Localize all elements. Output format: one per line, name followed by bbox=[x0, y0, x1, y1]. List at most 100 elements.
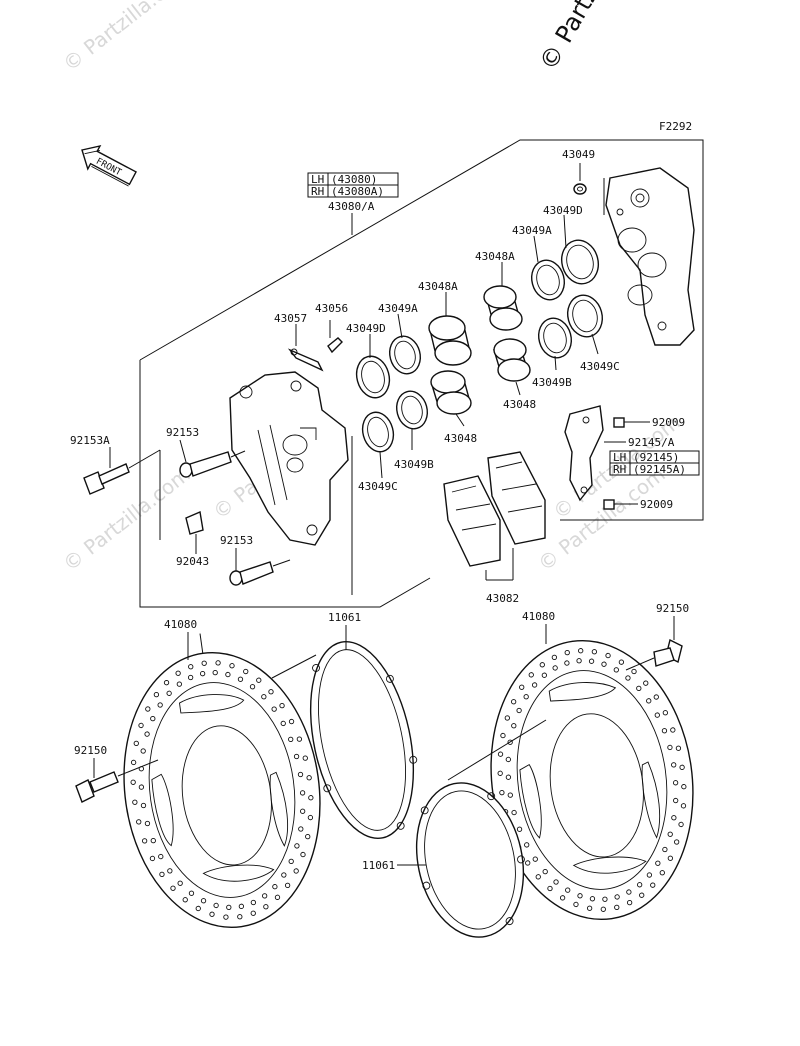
vent-hole bbox=[144, 731, 150, 737]
part-label: 43048 bbox=[503, 398, 536, 411]
bolt-92153-top bbox=[179, 439, 246, 478]
bolt-92009-top bbox=[613, 417, 650, 428]
vent-hole bbox=[671, 815, 677, 821]
vent-hole bbox=[601, 661, 607, 667]
vent-hole bbox=[170, 885, 176, 891]
vent-hole bbox=[302, 755, 308, 761]
vent-hole bbox=[158, 853, 164, 860]
bracket-combined-part: 92145/A bbox=[628, 436, 675, 449]
vent-hole bbox=[271, 706, 277, 712]
part-label: 43056 bbox=[315, 302, 348, 315]
part-label: 92153 bbox=[220, 534, 253, 547]
part-label: 11061 bbox=[328, 611, 361, 624]
vent-hole bbox=[140, 748, 146, 754]
part-label: 41080 bbox=[164, 618, 197, 631]
vent-hole bbox=[605, 652, 611, 659]
left-caliper-half bbox=[229, 371, 349, 546]
leader-line bbox=[271, 654, 317, 679]
part-label: 43049B bbox=[394, 458, 434, 471]
disc-vent-holes bbox=[130, 660, 314, 920]
vent-hole bbox=[653, 694, 659, 700]
caliper-combined-part: 43080/A bbox=[328, 200, 375, 213]
vent-hole bbox=[667, 831, 673, 837]
vent-hole bbox=[507, 792, 513, 798]
bracket-assembly-label: 92145/A LH (92145) RH (92145A) bbox=[604, 436, 700, 476]
vent-hole bbox=[577, 893, 583, 899]
vent-hole bbox=[145, 706, 151, 712]
vent-hole bbox=[237, 676, 244, 682]
leader-line bbox=[447, 719, 547, 781]
part-label: 92153A bbox=[70, 434, 110, 447]
bracket-lh-part: (92145) bbox=[633, 451, 679, 464]
vent-hole bbox=[130, 759, 137, 766]
vent-hole bbox=[573, 901, 579, 908]
vent-hole bbox=[559, 895, 566, 901]
vent-hole bbox=[531, 682, 538, 688]
vent-hole bbox=[535, 874, 541, 880]
caliper-lh-tag: LH bbox=[311, 173, 324, 186]
vent-hole bbox=[655, 860, 661, 866]
part-label: 43049 bbox=[562, 148, 595, 161]
vent-hole bbox=[524, 842, 530, 848]
vent-hole bbox=[661, 728, 668, 734]
vent-hole bbox=[268, 689, 274, 695]
bracket-rh-part: (92145A) bbox=[633, 463, 686, 476]
vent-hole bbox=[578, 648, 584, 654]
vent-hole bbox=[499, 790, 505, 796]
seals-left bbox=[355, 335, 429, 453]
vent-hole bbox=[250, 899, 257, 906]
part-label: 43049D bbox=[346, 322, 386, 335]
vent-hole bbox=[296, 736, 303, 742]
seals-right bbox=[531, 239, 603, 359]
vent-hole bbox=[618, 659, 625, 665]
vent-hole bbox=[662, 710, 669, 716]
vent-hole bbox=[175, 670, 181, 676]
bolt-92150-left bbox=[75, 758, 159, 803]
vent-hole bbox=[305, 833, 311, 840]
vent-hole bbox=[300, 851, 306, 858]
front-arrow-icon: FRONT bbox=[81, 144, 137, 187]
vent-hole bbox=[262, 893, 268, 899]
vent-hole bbox=[671, 762, 677, 768]
vent-hole bbox=[500, 732, 506, 739]
vent-hole bbox=[547, 885, 553, 892]
brake-disc-left-41080 bbox=[123, 633, 321, 929]
vent-hole bbox=[532, 856, 538, 862]
vent-hole bbox=[670, 727, 676, 733]
vent-hole bbox=[288, 718, 295, 725]
gasket-left-11061 bbox=[309, 640, 418, 840]
vent-hole bbox=[187, 674, 194, 681]
part-label: 92150 bbox=[656, 602, 689, 615]
vent-hole bbox=[212, 669, 218, 676]
vent-hole bbox=[679, 764, 685, 770]
vent-hole bbox=[209, 911, 215, 917]
vent-hole bbox=[133, 740, 139, 747]
vent-hole bbox=[293, 868, 299, 874]
pad-bracket-92145 bbox=[564, 405, 604, 502]
brake-disc-right-41080 bbox=[490, 639, 694, 921]
vent-hole bbox=[505, 774, 512, 780]
vent-hole bbox=[176, 681, 182, 687]
brake-pads-43082 bbox=[443, 451, 546, 581]
vent-hole bbox=[674, 839, 680, 845]
vent-hole bbox=[293, 753, 300, 760]
vent-hole bbox=[519, 684, 525, 690]
vent-hole bbox=[680, 803, 687, 809]
vent-hole bbox=[636, 882, 643, 888]
vent-hole bbox=[261, 694, 267, 700]
vent-hole bbox=[294, 843, 300, 849]
vent-hole bbox=[167, 868, 173, 874]
pistons-right bbox=[483, 285, 531, 382]
part-label: 92153 bbox=[166, 426, 199, 439]
vent-hole bbox=[672, 780, 679, 786]
vent-hole bbox=[144, 820, 151, 827]
vent-hole bbox=[614, 904, 620, 911]
vent-hole bbox=[541, 672, 548, 678]
vent-hole bbox=[140, 802, 147, 809]
part-label: 92043 bbox=[176, 555, 209, 568]
vent-hole bbox=[516, 707, 522, 714]
gasket-right-11061 bbox=[415, 782, 525, 938]
part-label: 43048 bbox=[444, 432, 477, 445]
vent-hole bbox=[195, 905, 201, 912]
vent-hole bbox=[200, 898, 207, 904]
